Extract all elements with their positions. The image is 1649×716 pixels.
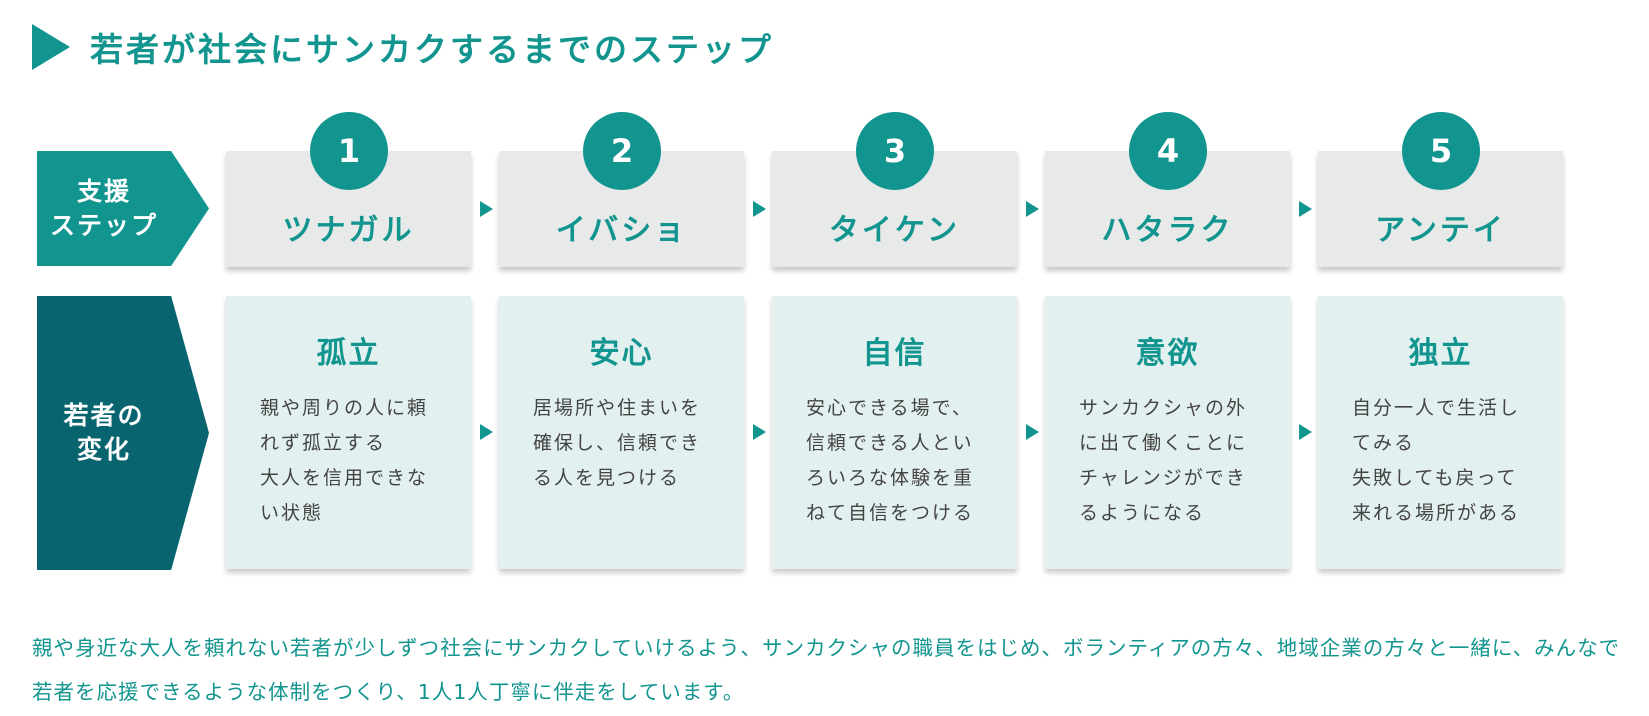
change-title: 孤立 <box>316 336 381 371</box>
change-title: 独立 <box>1408 336 1473 371</box>
arrow-right-icon <box>480 201 493 217</box>
change-card-5: 独立 自分一人で生活し てみる 失敗しても戻って 来れる場所がある <box>1318 296 1563 569</box>
step-name: アンテイ <box>1375 213 1506 248</box>
change-title: 意欲 <box>1135 336 1200 371</box>
triangle-right-icon <box>32 24 70 70</box>
change-card-2: 安心 居場所や住まいを 確保し、信頼でき る人を見つける <box>499 296 744 569</box>
arrow-right-icon <box>1026 201 1039 217</box>
change-card-3: 自信 安心できる場で、 信頼できる人とい ろいろな体験を重 ねて自信をつける <box>772 296 1017 569</box>
step-card-2: イバショ <box>499 151 744 267</box>
arrow-right-icon <box>1299 201 1312 217</box>
row-label-support-steps: 支援 ステップ <box>37 151 209 266</box>
step-name: イバショ <box>555 213 688 248</box>
arrow-right-icon <box>1026 424 1039 440</box>
change-description: サンカクシャの外 に出て働くことに チャレンジができ るようになる <box>1079 397 1248 524</box>
step-name: タイケン <box>828 213 961 248</box>
page-title: 若者が社会にサンカクするまでのステップ <box>90 30 774 69</box>
step-number-badge: 3 <box>856 112 934 190</box>
section-header: 若者が社会にサンカクするまでのステップ <box>32 22 774 72</box>
arrow-right-icon <box>480 424 493 440</box>
change-title: 自信 <box>862 336 927 371</box>
step-number-badge: 5 <box>1402 112 1480 190</box>
change-description: 安心できる場で、 信頼できる人とい ろいろな体験を重 ねて自信をつける <box>806 397 975 524</box>
arrow-right-icon <box>1299 424 1312 440</box>
change-description: 親や周りの人に頼 れず孤立する 大人を信用できな い状態 <box>260 397 429 524</box>
change-description: 居場所や住まいを 確保し、信頼でき る人を見つける <box>533 397 702 489</box>
step-card-4: ハタラク <box>1045 151 1290 267</box>
step-number-badge: 2 <box>583 112 661 190</box>
change-title: 安心 <box>589 336 654 371</box>
step-number-badge: 1 <box>310 112 388 190</box>
row-label-youth-change: 若者の 変化 <box>37 296 209 570</box>
step-name: ハタラク <box>1101 213 1234 248</box>
arrow-right-icon <box>753 424 766 440</box>
arrow-right-icon <box>753 201 766 217</box>
change-card-4: 意欲 サンカクシャの外 に出て働くことに チャレンジができ るようになる <box>1045 296 1290 569</box>
change-card-1: 孤立 親や周りの人に頼 れず孤立する 大人を信用できな い状態 <box>226 296 471 569</box>
footer-description: 親や身近な大人を頼れない若者が少しずつ社会にサンカクしていけるよう、サンカクシャ… <box>32 636 1621 704</box>
change-description: 自分一人で生活し てみる 失敗しても戻って 来れる場所がある <box>1352 397 1521 524</box>
step-name: ツナガル <box>282 213 415 248</box>
step-number-badge: 4 <box>1129 112 1207 190</box>
